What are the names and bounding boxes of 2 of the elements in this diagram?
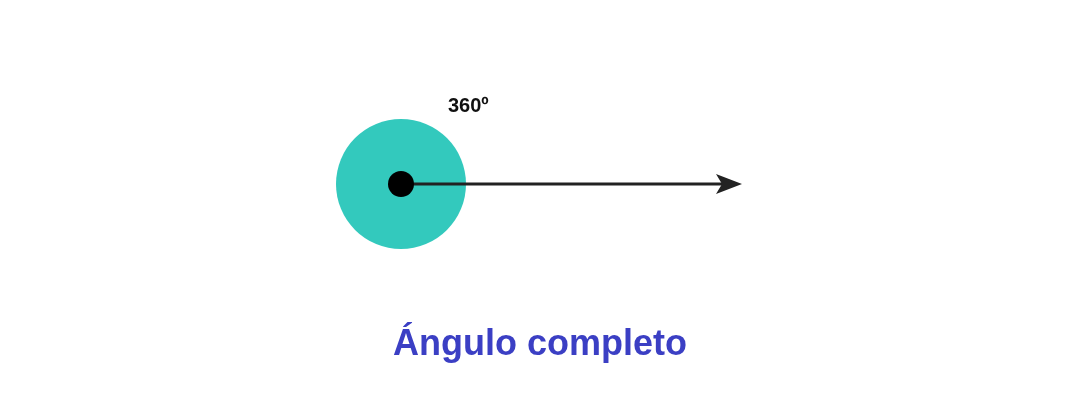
caption: Ángulo completo: [393, 322, 687, 363]
angle-label: 360º: [448, 94, 489, 117]
